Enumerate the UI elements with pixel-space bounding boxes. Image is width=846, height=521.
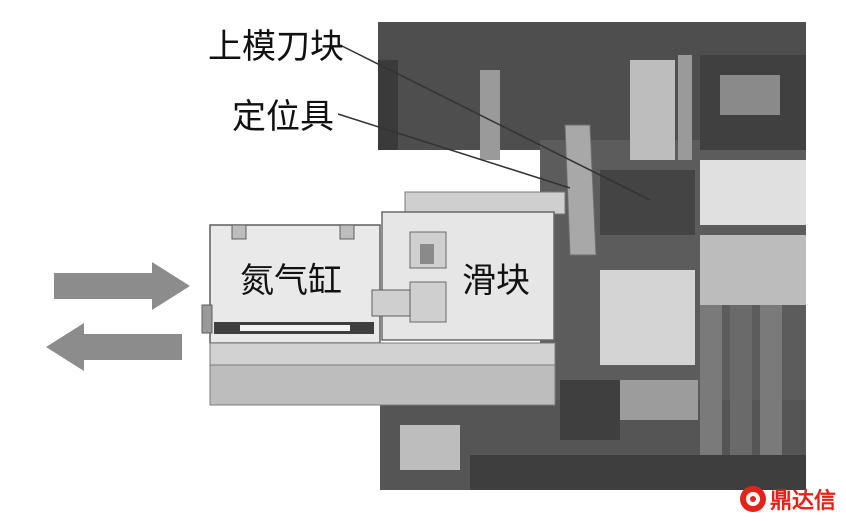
label-nitrogen-cylinder: 氮气缸 [240,261,342,301]
label-upper-die-cutter: 上模刀块 [208,27,344,67]
upper-die-block-ledge [378,60,398,150]
mold-body-center-dark [600,170,695,235]
mold-body-column-b [730,305,752,455]
mold-body-right-light [700,160,806,225]
label-slider: 滑块 [462,261,530,301]
base-plate [209,342,556,406]
nitrogen-cylinder-part [201,224,411,344]
mold-body-mid-grey [620,380,698,420]
slider-notch-lower [409,281,447,323]
cylinder-top-tab-right [339,224,355,240]
slider-notch-slot [420,244,434,264]
leader-lines [337,43,651,201]
base-plate-upper [209,342,556,366]
leader-locator [337,113,571,189]
mold-body-top-right-stripe [678,55,692,160]
cylinder-bottom-window [240,325,350,331]
mold-body-column-c [760,305,782,455]
direction-arrows [46,262,190,371]
mold-body-top-right-inner [720,75,780,115]
leader-upper-die-cutter [337,43,651,201]
mold-body-top-right-light [630,60,675,160]
mold-body-column-a [700,305,722,455]
mold-body-mid-dark [560,380,620,440]
locator-shape [564,124,597,256]
cylinder-piston-rod [371,289,411,317]
mold-body-top-strip [480,70,500,160]
arrow-right-icon [54,262,190,310]
mold-body-right-panel [700,235,806,305]
locator-part [564,124,597,256]
slider-part [381,191,566,341]
mold-body [378,22,806,490]
watermark-text: 鼎达信 [769,489,836,514]
cylinder-end-cap [201,304,213,334]
brand-logo-icon [739,486,766,512]
slider-top-rail [404,191,566,215]
base-plate-lower [209,364,556,406]
cylinder-top-tab-left [231,224,247,240]
watermark: 鼎达信 [739,483,836,515]
label-locator: 定位具 [232,97,334,137]
mold-body-lower-dark [470,455,806,490]
arrow-left-icon [46,323,182,371]
mold-body-lower-light [400,425,460,470]
mold-body-center-panel [600,270,695,365]
